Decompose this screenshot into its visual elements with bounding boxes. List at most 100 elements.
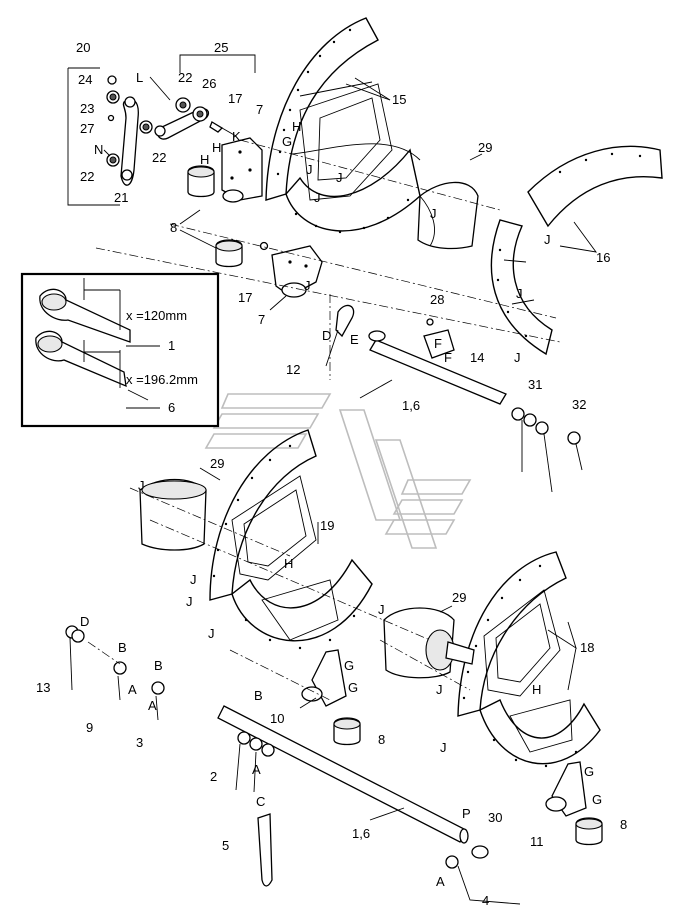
label-22-a: 22: [80, 169, 94, 184]
label-7-a: 7: [256, 102, 263, 117]
label-8-c: 8: [620, 817, 627, 832]
label-29-b: 29: [210, 456, 224, 471]
letter-E: E: [350, 332, 359, 347]
left-springs: [65, 625, 521, 905]
label-26: 26: [202, 76, 216, 91]
inset-dimension-2: x =196.2mm: [126, 372, 198, 387]
letter-J-7: J: [516, 286, 523, 301]
letter-H-5: H: [532, 682, 541, 697]
watermark-logo: [204, 393, 472, 549]
label-19: 19: [320, 518, 334, 533]
part-29-middle-liner: [139, 478, 207, 551]
label-2: 2: [210, 769, 217, 784]
letter-J-4: J: [430, 206, 437, 221]
label-28: 28: [430, 292, 444, 307]
label-11: 11: [530, 834, 544, 849]
letter-J-12: J: [208, 626, 215, 641]
label-12: 12: [286, 362, 300, 377]
label-1-6-a: 1,6: [402, 398, 420, 413]
letter-F-2: F: [444, 350, 452, 365]
label-8-b: 8: [378, 732, 385, 747]
letter-K: K: [232, 129, 241, 144]
part-29-lower-hub: [383, 607, 475, 679]
label-21: 21: [114, 190, 128, 205]
label-20: 20: [76, 40, 90, 55]
letter-J-14: J: [436, 682, 443, 697]
letter-P: P: [462, 806, 471, 821]
letter-G-5: G: [592, 792, 602, 807]
label-15: 15: [392, 92, 406, 107]
part-7-upper-bracket: [221, 137, 263, 203]
letter-G-4: G: [584, 764, 594, 779]
label-22-b: 22: [178, 70, 192, 85]
letter-J-3: J: [314, 190, 321, 205]
letter-A-3: A: [252, 762, 261, 777]
label-8-a: 8: [170, 220, 177, 235]
letter-N: N: [94, 142, 103, 157]
letter-C: C: [256, 794, 265, 809]
letter-A-2: A: [148, 698, 157, 713]
part-8-upper-bushing: [187, 165, 243, 268]
letter-G-1: G: [282, 134, 292, 149]
leader-lines: [179, 77, 598, 821]
label-7-b: 7: [258, 312, 265, 327]
part-number-labels: 20 24 23 27 22 21 25 22 26 22 17 7 15 29…: [36, 40, 627, 908]
label-29-c: 29: [452, 590, 466, 605]
label-4: 4: [482, 893, 489, 908]
label-16: 16: [596, 250, 610, 265]
inset-labels: x =120mm x =196.2mm 1 6: [126, 308, 198, 415]
letter-L: L: [136, 70, 143, 85]
letter-J-5: J: [544, 232, 551, 247]
letter-G-3: G: [348, 680, 358, 695]
part-16-segments: [490, 145, 663, 356]
label-5: 5: [222, 838, 229, 853]
letter-J-10: J: [190, 572, 197, 587]
label-25: 25: [214, 40, 228, 55]
part-15-upper-disc: [265, 17, 421, 234]
letter-J-11: J: [186, 594, 193, 609]
letter-B-2: B: [154, 658, 163, 673]
letter-J-15: J: [440, 740, 447, 755]
letter-H-2: H: [212, 140, 221, 155]
part-18-lower-disc: [457, 551, 601, 768]
part-10-bracket: [301, 649, 347, 707]
part-group-20: [67, 67, 171, 206]
letter-H-3: H: [200, 152, 209, 167]
inset-box: [20, 272, 220, 428]
label-22-c: 22: [152, 150, 166, 165]
letter-A-1: A: [128, 682, 137, 697]
part-31-32-springs: [511, 407, 583, 493]
label-23: 23: [80, 101, 94, 116]
letter-B-1: B: [118, 640, 127, 655]
letter-B-3: B: [254, 688, 263, 703]
inset-dimension-1: x =120mm: [126, 308, 187, 323]
label-18: 18: [580, 640, 594, 655]
label-30: 30: [488, 810, 502, 825]
inset-ref-1: 1: [168, 338, 175, 353]
label-27: 27: [80, 121, 94, 136]
part-7-lower-bracket: [259, 241, 323, 298]
letter-G-2: G: [344, 658, 354, 673]
label-29-a: 29: [478, 140, 492, 155]
letter-labels: L N K H G H H J J J J J J J J D E F F J …: [80, 70, 602, 889]
label-31: 31: [528, 377, 542, 392]
letter-F-1: F: [434, 336, 442, 351]
part-11-bracket: [545, 761, 587, 817]
letter-D-2: D: [80, 614, 89, 629]
part-19-middle-disc: [209, 429, 373, 650]
letter-J-8: J: [514, 350, 521, 365]
letter-D-1: D: [322, 328, 331, 343]
part-29-upper-liner: [417, 181, 479, 250]
label-32: 32: [572, 397, 586, 412]
label-3: 3: [136, 735, 143, 750]
letter-H-1: H: [292, 119, 301, 134]
assembly-centerlines: [87, 139, 561, 701]
label-24: 24: [78, 72, 92, 87]
label-10: 10: [270, 711, 284, 726]
letter-A-4: A: [436, 874, 445, 889]
letter-J-1: J: [306, 162, 313, 177]
label-14: 14: [470, 350, 484, 365]
letter-J-9: J: [138, 478, 145, 493]
letter-J-13: J: [378, 602, 385, 617]
